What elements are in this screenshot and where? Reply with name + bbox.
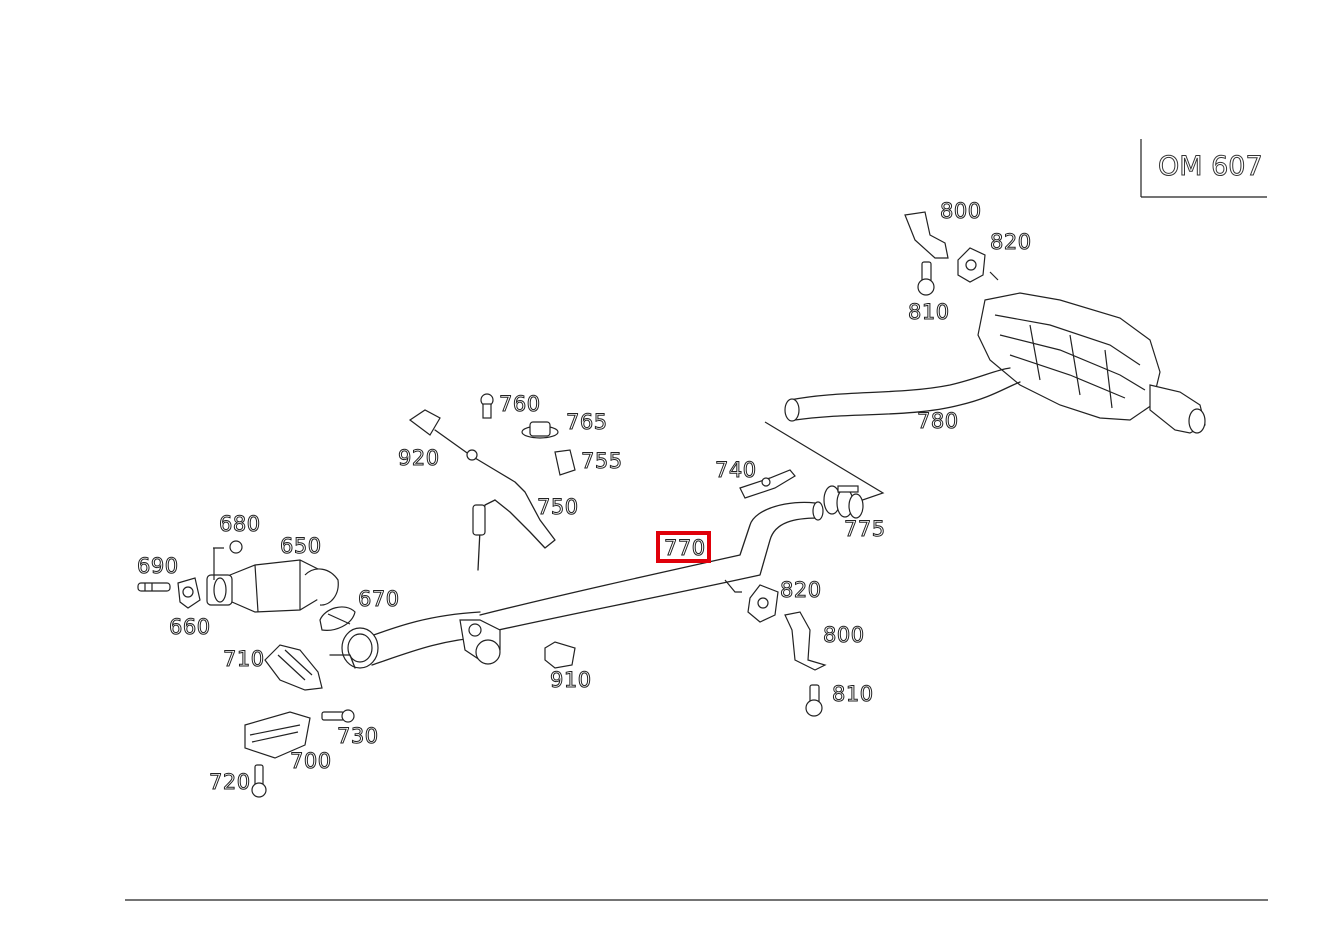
part-label[interactable]: 670 — [358, 587, 400, 612]
part-label-highlighted[interactable]: 770 — [664, 536, 706, 561]
rubber-mount-820a[interactable] — [957, 247, 999, 283]
rear-pipe[interactable] — [784, 367, 1021, 422]
assembly-leader — [764, 421, 885, 506]
part-label[interactable]: 740 — [715, 458, 757, 483]
part-label[interactable]: 810 — [908, 300, 950, 325]
catalytic-converter[interactable] — [206, 540, 339, 613]
part-label[interactable]: 910 — [550, 668, 592, 693]
rubber-mount-820b[interactable] — [724, 579, 779, 623]
clamp-775[interactable] — [823, 485, 864, 519]
clamp-740[interactable] — [739, 469, 796, 499]
bracket-910[interactable] — [544, 641, 576, 669]
part-label[interactable]: 660 — [169, 615, 211, 640]
exhaust-temperature-sensor[interactable] — [408, 409, 556, 571]
bolt-730[interactable] — [321, 709, 355, 723]
part-label[interactable]: 775 — [844, 517, 886, 542]
bolt-810a[interactable] — [917, 261, 935, 296]
part-label[interactable]: 765 — [566, 410, 608, 435]
highlight-box — [656, 531, 711, 563]
bolt-690[interactable] — [137, 582, 171, 592]
bolt-810b[interactable] — [805, 684, 823, 717]
part-labels: 800 820 810 780 760 765 920 755 740 750 … — [137, 199, 1032, 795]
part-label[interactable]: 650 — [280, 534, 322, 559]
part-label[interactable]: 750 — [537, 495, 579, 520]
part-label[interactable]: 810 — [832, 682, 874, 707]
part-label[interactable]: 820 — [780, 578, 822, 603]
part-label[interactable]: 760 — [499, 392, 541, 417]
part-label[interactable]: 700 — [290, 749, 332, 774]
bracket-800a[interactable] — [904, 211, 949, 259]
part-label[interactable]: 710 — [223, 647, 265, 672]
bolt-720[interactable] — [251, 764, 267, 798]
part-label[interactable]: 690 — [137, 554, 179, 579]
part-label[interactable]: 800 — [940, 199, 982, 224]
part-label[interactable]: 720 — [209, 770, 251, 795]
part-label[interactable]: 755 — [581, 449, 623, 474]
part-label[interactable]: 800 — [823, 623, 865, 648]
part-label[interactable]: 680 — [219, 512, 261, 537]
screw-760[interactable] — [480, 393, 494, 419]
clamp-670[interactable] — [319, 606, 356, 631]
center-pipe[interactable] — [479, 501, 824, 634]
engine-code-box: OM 607 — [1140, 139, 1267, 198]
front-pipe[interactable] — [329, 611, 501, 669]
part-label[interactable]: 920 — [398, 446, 440, 471]
rear-muffler[interactable] — [977, 292, 1206, 434]
part-label[interactable]: 730 — [337, 724, 379, 749]
clip-765[interactable] — [521, 421, 559, 439]
bracket-755[interactable] — [554, 449, 576, 476]
part-label[interactable]: 820 — [990, 230, 1032, 255]
part-label[interactable]: 780 — [917, 409, 959, 434]
heat-shield-710[interactable] — [264, 644, 323, 691]
heat-shield-700[interactable] — [244, 711, 311, 759]
engine-code: OM 607 — [1158, 151, 1263, 182]
gasket-660[interactable] — [177, 577, 201, 609]
bracket-800b[interactable] — [784, 611, 827, 671]
